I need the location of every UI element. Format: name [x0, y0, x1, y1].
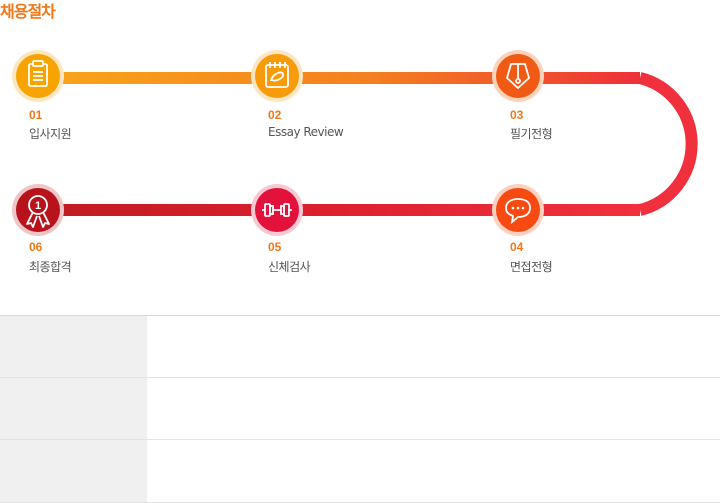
step-01-node	[12, 50, 64, 102]
table-row-value	[147, 316, 720, 377]
page-title: 채용절차	[0, 2, 56, 21]
step-06-number: 06	[29, 240, 43, 254]
step-05-label: 신체검사	[268, 260, 311, 274]
process-diagram: 1	[12, 50, 698, 236]
step-02-number: 02	[268, 108, 282, 122]
table-row	[0, 316, 720, 378]
notepad-icon	[265, 62, 289, 88]
step-05-number: 05	[268, 240, 282, 254]
step-03-label: 필기전형	[510, 127, 553, 141]
step-03-node	[492, 50, 544, 102]
step-01-number: 01	[29, 108, 43, 122]
step-04-node	[492, 184, 544, 236]
step-01-label: 입사지원	[29, 127, 72, 141]
step-02-node	[251, 50, 303, 102]
award-ribbon-icon: 1	[26, 195, 50, 228]
step-04-label: 면접전형	[510, 260, 553, 274]
step-03-number: 03	[510, 108, 524, 122]
table-row-header	[0, 316, 147, 377]
pen-nib-icon	[506, 63, 530, 89]
table-row-header	[0, 378, 147, 439]
step-06-node: 1	[12, 184, 64, 236]
table-row-header	[0, 440, 147, 502]
speech-bubble-icon	[505, 198, 531, 225]
table-row	[0, 378, 720, 440]
step-04-number: 04	[510, 240, 524, 254]
step-02-label: Essay Review	[268, 125, 344, 139]
table-row-value	[147, 440, 720, 502]
table-row-value	[147, 378, 720, 439]
info-table	[0, 315, 720, 503]
step-06-label: 최종합격	[29, 260, 72, 274]
table-row	[0, 440, 720, 503]
clipboard-icon	[28, 60, 48, 87]
award-badge-number: 1	[35, 200, 41, 212]
step-05-node	[251, 184, 303, 236]
dumbbell-icon	[262, 203, 292, 217]
track-curve	[638, 72, 698, 216]
